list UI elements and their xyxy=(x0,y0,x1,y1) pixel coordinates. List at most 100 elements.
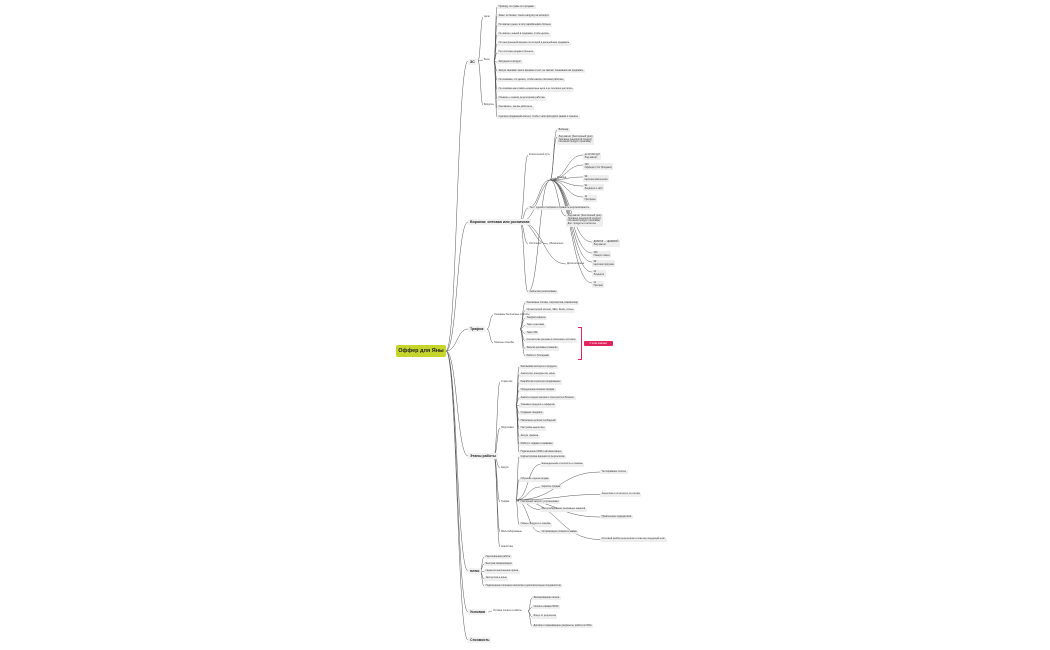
funnel-item[interactable]: Лид-магнит (бесплатный урок) Трипваер (н… xyxy=(566,213,603,227)
stages-item[interactable]: Оптимизация стоимости заявки xyxy=(540,529,579,535)
plus-item[interactable]: Персональная работа xyxy=(484,554,512,560)
stages-item[interactable]: Тестирование гипотез xyxy=(600,469,628,475)
funnel-sub-label[interactable]: Опт/клиент xyxy=(529,241,542,245)
stages-item[interactable]: Новые продукты в линейке xyxy=(519,522,553,527)
funnel-item[interactable]: 90 Цепочка прогрева xyxy=(592,259,616,267)
traffic-item[interactable]: Таргет-реклама xyxy=(525,323,546,328)
funnel-sub-label[interactable]: Обязательно xyxy=(549,241,564,245)
traffic-item[interactable]: Закупка рекламы в каналах xyxy=(525,346,560,351)
funnel-item[interactable]: до 40 000 руб Лид-магнит xyxy=(583,152,602,160)
branch-cx[interactable]: ЗС xyxy=(468,59,477,65)
funnel-sub-label[interactable]: Розница xyxy=(557,175,567,179)
funnel-item[interactable]: 11 Прогревы xyxy=(583,194,598,202)
funnel-sub-label[interactable]: Классический путь xyxy=(529,152,550,156)
stages-item[interactable]: Распаковка эксперта и продукта xyxy=(519,364,559,370)
cx-item[interactable]: Запущено в продукт xyxy=(497,59,523,65)
connector-line xyxy=(549,179,584,198)
funnel-item[interactable]: 100 Офферы (Что Продаем) xyxy=(583,162,614,170)
funnel-item[interactable]: Тест: сделать 2 воронки и сравнить резул… xyxy=(528,205,591,211)
plus-item[interactable]: Экспертиза в нише xyxy=(484,576,509,581)
connector-line xyxy=(486,314,494,330)
funnel-item[interactable]: ДОВ/ОФ → ЦЕЛЕВОЙ Лид-магнит xyxy=(592,239,620,247)
cx-item[interactable]: Знает ли бизнес. Снять нагрузку на экспе… xyxy=(497,13,551,19)
stages-item[interactable]: Написание цепочек сообщений xyxy=(519,418,558,424)
cx-group-label[interactable]: Вопросы xyxy=(484,102,494,106)
stages-item[interactable]: Анализ ЦА, конкурентов, ниши xyxy=(519,372,557,377)
connector-line xyxy=(445,328,469,352)
traffic-item[interactable]: Органический контент, SEO, Reels, статьи xyxy=(525,308,575,313)
plus-item[interactable]: Быстрая коммуникация xyxy=(484,561,514,567)
stages-item[interactable]: Анализ текущих метрик и точек роста в би… xyxy=(519,395,576,400)
stages-sub-label[interactable]: Стратегия xyxy=(501,379,513,383)
plus-item[interactable]: Гарантия выполнения сроков xyxy=(484,569,520,574)
cx-item[interactable]: Нет системы продаж в бизнесе xyxy=(497,50,535,55)
branch-stages[interactable]: Этапы работы xyxy=(468,453,498,459)
stages-sub-label[interactable]: Запуск xyxy=(501,465,509,469)
cx-group-label[interactable]: Цели xyxy=(484,14,490,18)
cx-item[interactable]: Не хватает денег, а хочу зарабатывать бо… xyxy=(497,22,553,28)
branch-funnel[interactable]: Воронка: оптовая или розничная xyxy=(468,219,532,225)
connector-line xyxy=(493,52,498,62)
stages-item[interactable]: Запуск трафика xyxy=(519,434,540,439)
stages-item[interactable]: Настройка аналитики xyxy=(519,426,547,431)
plus-item[interactable]: Подключение полезных контактов и дополни… xyxy=(484,583,563,589)
terms-item[interactable]: Договор и закрывающие документы, работа … xyxy=(532,623,594,629)
funnel-item[interactable]: 91 Лендинги и сайт xyxy=(583,183,605,191)
stages-sub-label[interactable]: Подготовка xyxy=(501,425,514,429)
cx-group-label[interactable]: Боли xyxy=(484,57,490,61)
stages-item[interactable]: Подключение CRM и автоматизации xyxy=(519,449,563,455)
cx-item[interactable]: Нет выстроенной воронки по которой в дал… xyxy=(497,41,571,46)
branch-terms[interactable]: Условия xyxy=(468,609,487,615)
terms-sub-label[interactable]: Условия оплаты и работы xyxy=(493,608,522,612)
traffic-sub-label[interactable]: Платные способы xyxy=(494,340,514,344)
funnel-item[interactable]: Вебинар xyxy=(557,127,570,133)
stages-item[interactable]: Масштабирование рекламных каналов xyxy=(540,507,587,512)
stages-item[interactable]: Аналитика и отчётность по итогам xyxy=(600,492,642,497)
traffic-item[interactable]: Telegram-каналы xyxy=(525,315,548,321)
branch-traffic[interactable]: Трафик xyxy=(468,326,486,332)
cx-item[interactable]: Проводу, по сумме это продажи xyxy=(497,4,536,10)
branch-plus[interactable]: плюс xyxy=(468,568,482,574)
stages-item[interactable]: Корректировка воронки по результатам xyxy=(519,454,566,460)
stages-item[interactable]: Скрипты продаж xyxy=(540,484,562,490)
stages-item[interactable]: Разработка стратегии продвижения xyxy=(519,380,562,385)
funnel-item[interactable]: 11 Прогрев xyxy=(592,280,605,288)
funnel-item[interactable]: 200 Поверх ответа xyxy=(592,250,612,258)
traffic-item[interactable]: Таргет ВК xyxy=(525,330,540,336)
funnel-item[interactable]: Кейсы все реализованы xyxy=(528,289,558,295)
stages-item[interactable]: Еженедельная отчётность и созвоны xyxy=(540,462,585,467)
stages-sub-label[interactable]: Аналитика xyxy=(501,544,513,548)
stages-item[interactable]: Привлечение подрядчиков xyxy=(600,514,633,520)
funnel-sub-label[interactable]: Дополнительно xyxy=(567,261,585,265)
cx-item[interactable]: Показать с какими результатами работаю xyxy=(497,96,547,101)
cx-item[interactable]: Не понимаю, что делать, чтобы начать сис… xyxy=(497,77,566,83)
traffic-item[interactable]: Рекламные посевы, партнёрства, взаимопиа… xyxy=(525,300,580,306)
branch-cost[interactable]: Стоимость xyxy=(468,637,492,643)
stages-item[interactable]: Определение воронки продаж xyxy=(519,387,556,393)
cx-item[interactable]: Не понимаю как ставить конкретные цели и… xyxy=(497,87,575,92)
cx-item[interactable]: Не хватает знаний в продажах, чтобы дела… xyxy=(497,32,551,37)
stages-item[interactable]: Повторный запуск с улучшениями xyxy=(519,499,561,505)
cx-item[interactable]: Расскажите, как вы работаете xyxy=(497,105,534,110)
funnel-item[interactable]: Лид-магнит (бесплатный урок) Трипваер (н… xyxy=(557,134,594,145)
cx-item[interactable]: Запуск занимает много времени и сил, не … xyxy=(497,68,585,74)
traffic-item[interactable]: Контекстная реклама в поисковых системах xyxy=(525,338,578,343)
stages-item[interactable]: Упаковка продукта и офферов xyxy=(519,403,557,408)
traffic-item[interactable]: Работа с блогерами xyxy=(525,353,551,359)
stages-item[interactable]: Итоговый разбор результатов и план на сл… xyxy=(600,537,667,542)
connector-line xyxy=(477,16,484,62)
funnel-item[interactable]: 90 Цепочка вовлечения xyxy=(583,174,610,182)
root-node[interactable]: Оффер для Яны xyxy=(396,345,446,357)
stages-item[interactable]: Создание лендинга xyxy=(519,410,544,416)
terms-item[interactable]: Оплата этапами 50/50 xyxy=(532,604,560,610)
terms-item[interactable]: Фиксированная оплата xyxy=(532,595,561,601)
stages-item[interactable]: Работа с лидами и заявками xyxy=(519,441,555,447)
traffic-sub-label[interactable]: Основные бесплатные способы xyxy=(494,312,530,316)
cx-item[interactable]: Сделать продающий контент, чтобы с ним п… xyxy=(497,114,580,120)
stages-item[interactable]: Обучение отдела продаж xyxy=(519,477,551,482)
traffic-highlight-tag[interactable]: С этим поможет xyxy=(584,341,613,346)
stages-sub-label[interactable]: Масштабирование xyxy=(501,529,522,533)
funnel-item[interactable]: 21 Лендинги xyxy=(592,269,606,277)
terms-item[interactable]: Бонус от результата xyxy=(532,614,558,619)
stages-sub-label[interactable]: Трафик xyxy=(501,499,510,503)
